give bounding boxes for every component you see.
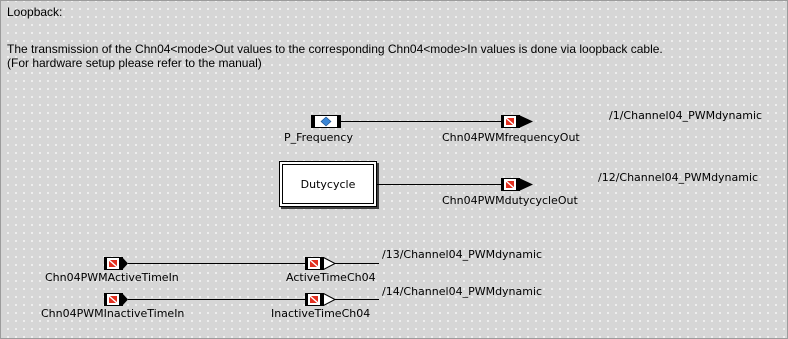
active-time-path-label: /13/Channel04_PWMdynamic [382,248,543,261]
hw-io-port-icon [501,178,533,191]
chn04-pwm-inactive-time-in-label: Chn04PWMInactiveTimeIn [41,307,185,320]
inactive-time-path-label: /14/Channel04_PWMdynamic [382,285,543,298]
open-output-port-icon [305,257,337,270]
chn04-pwm-frequency-out-block[interactable] [501,115,534,128]
chn04-pwm-dutycycle-out-label: Chn04PWMdutycycleOut [442,194,578,207]
p-frequency-source-block[interactable] [311,115,341,128]
hw-io-port-icon [104,257,128,270]
dutycycle-block-label: Dutycycle [300,177,356,191]
dutycycle-path-label: /12/Channel04_PWMdynamic [598,171,759,184]
active-time-ch04-block[interactable] [305,257,337,270]
description-line-1: The transmission of the Chn04<mode>Out v… [7,42,663,56]
chn04-pwm-active-time-in-block[interactable] [104,257,128,270]
signal-line-active-time[interactable] [128,263,305,264]
chn04-pwm-inactive-time-in-block[interactable] [104,293,128,306]
inactive-time-ch04-block[interactable] [305,293,337,306]
hw-io-port-icon [501,115,533,128]
active-time-ch04-label: ActiveTimeCh04 [286,271,376,284]
signal-line-inactive-time[interactable] [128,299,305,300]
signal-line-frequency[interactable] [341,121,501,122]
signal-line-dutycycle[interactable] [377,184,501,185]
chn04-pwm-dutycycle-out-block[interactable] [501,178,534,191]
chn04-pwm-frequency-out-label: Chn04PWMfrequencyOut [442,131,580,144]
dutycycle-block[interactable]: Dutycycle [279,161,377,207]
chn04-pwm-active-time-in-label: Chn04PWMActiveTimeIn [45,271,179,284]
description-line-2: (For hardware setup please refer to the … [7,56,262,70]
p-frequency-label: P_Frequency [284,131,353,144]
frequency-path-label: /1/Channel04_PWMdynamic [609,109,763,122]
inactive-time-ch04-label: InactiveTimeCh04 [271,307,371,320]
parameter-source-icon [311,115,341,128]
output-stub-active-time[interactable] [335,263,379,264]
hw-io-port-icon [104,293,128,306]
open-output-port-icon [305,293,337,306]
output-stub-inactive-time[interactable] [335,299,379,300]
section-title: Loopback: [7,5,63,19]
